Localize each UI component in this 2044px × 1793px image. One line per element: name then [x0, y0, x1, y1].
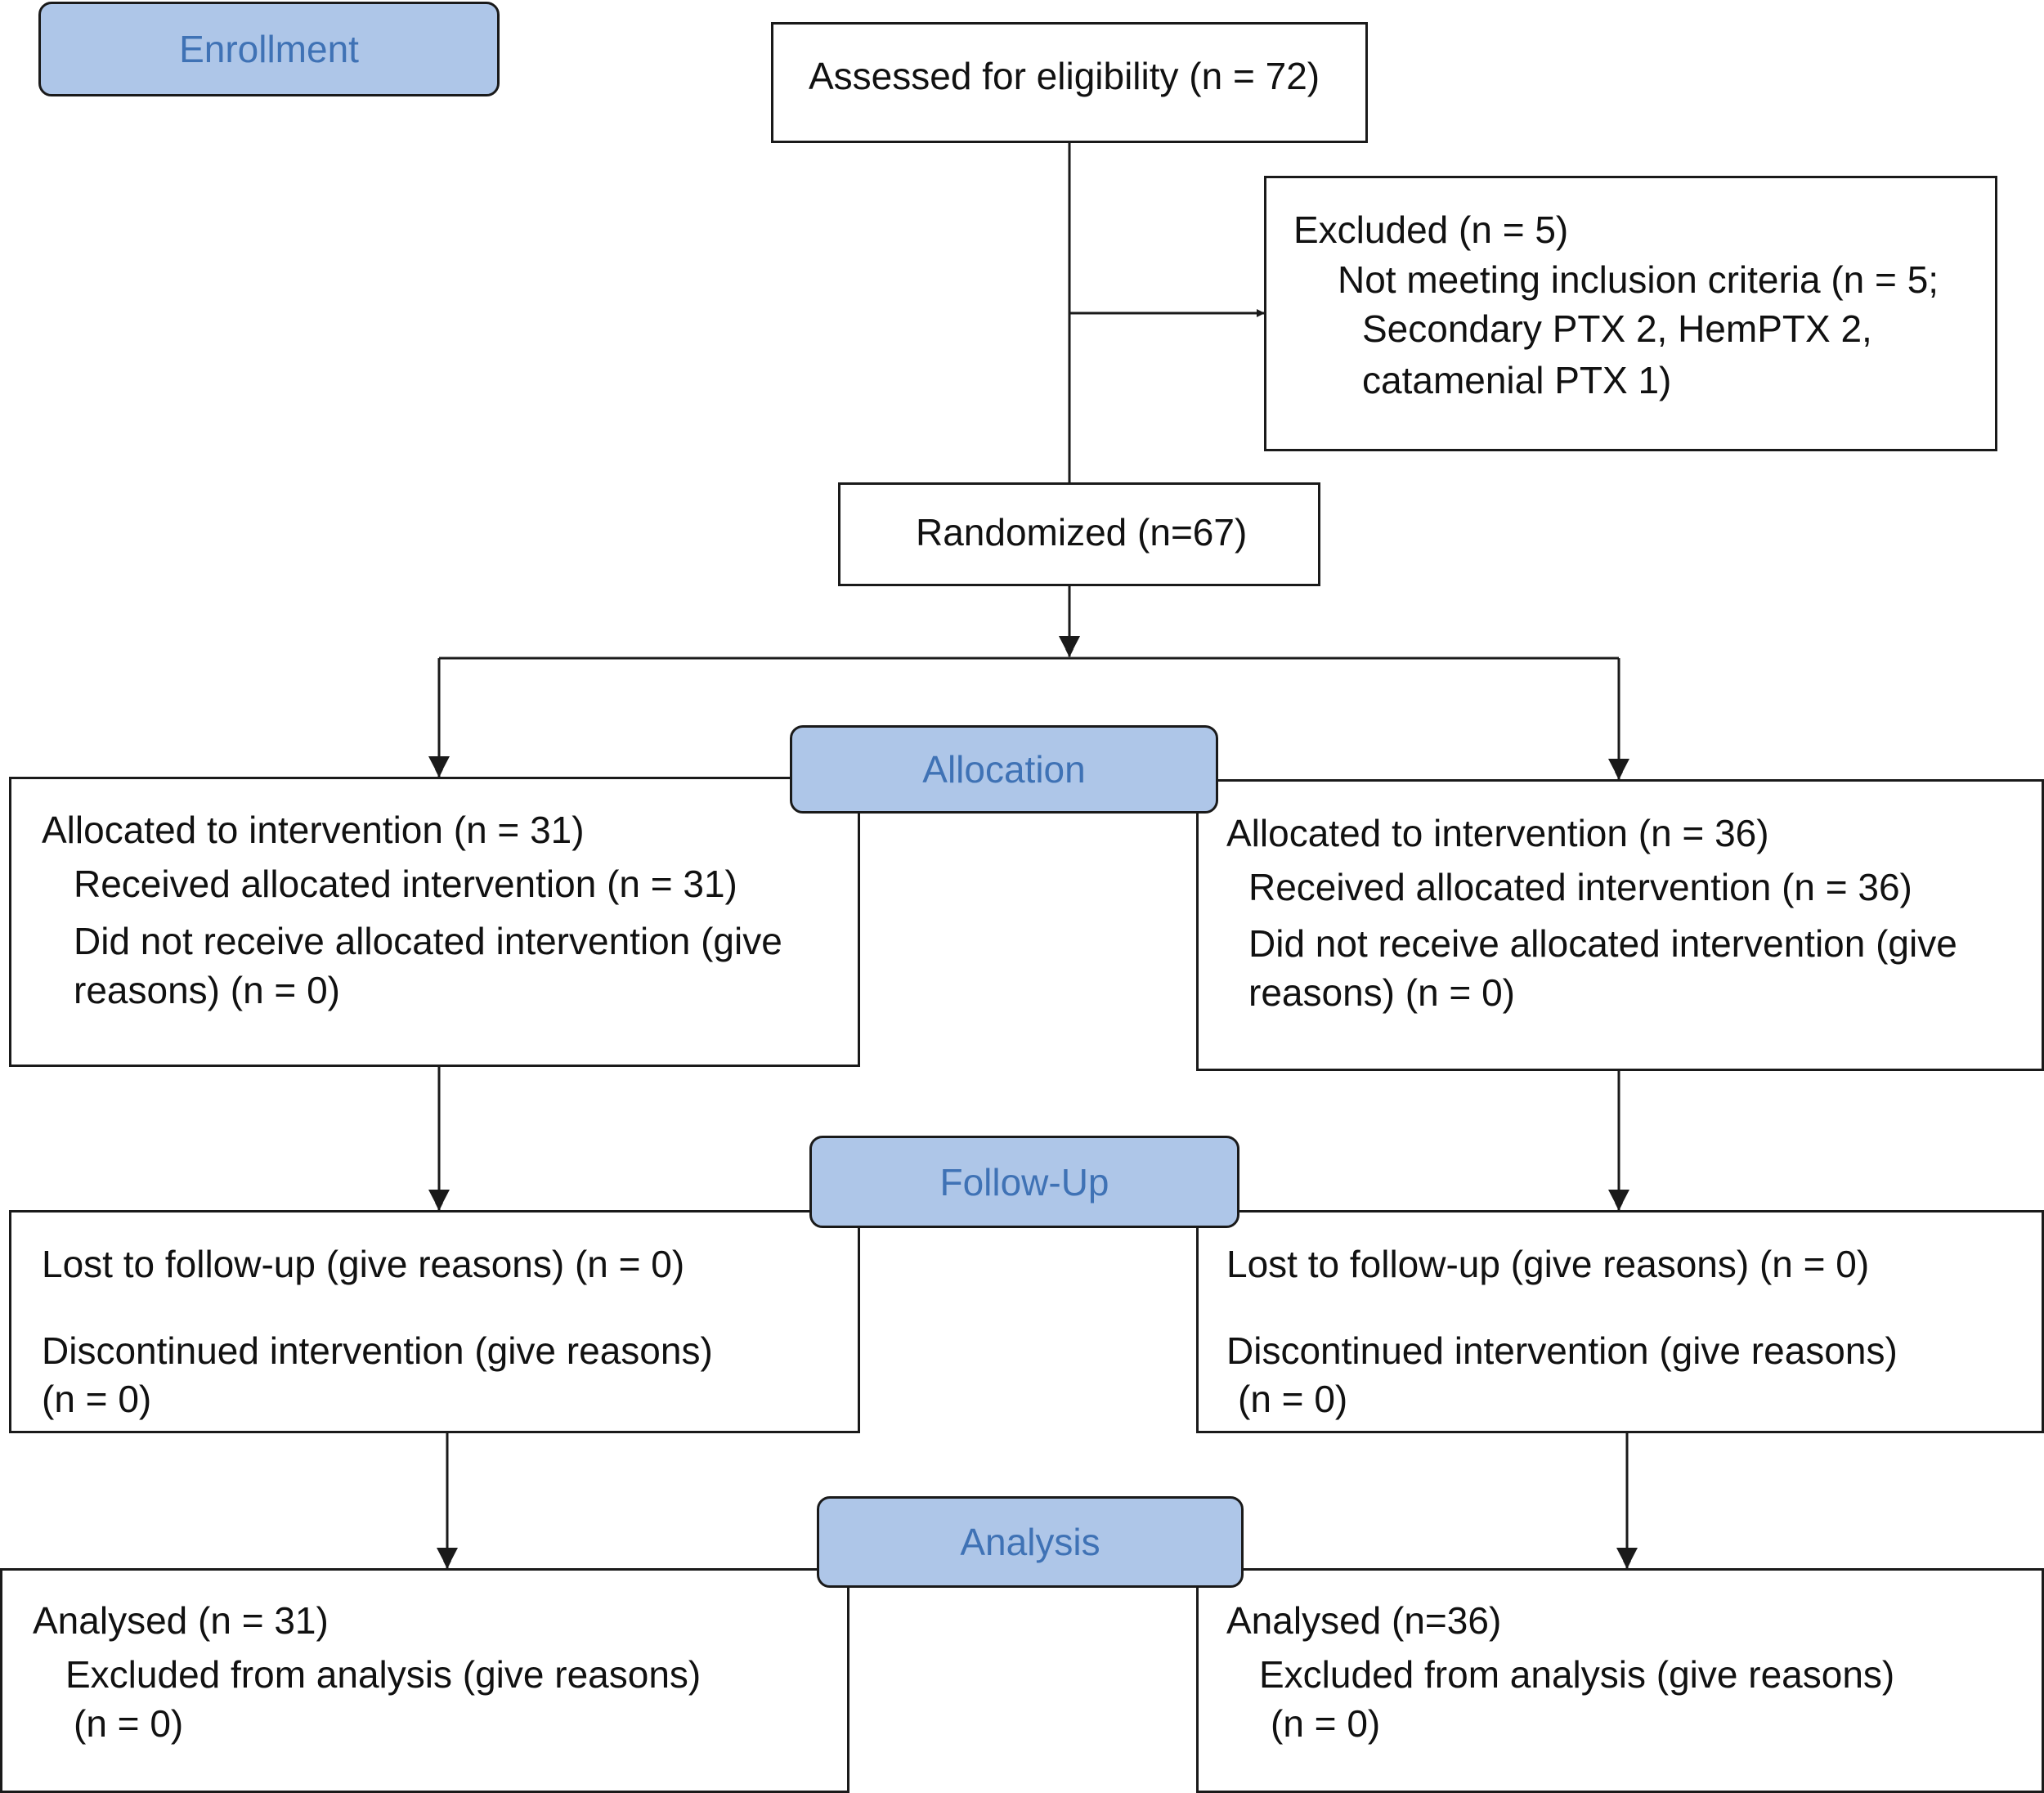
right-followup-discontinued-1: Discontinued intervention (give reasons) [1226, 1329, 1898, 1372]
assessed-box: Assessed for eligibility (n = 72) [771, 22, 1368, 143]
arrowhead-right-followup [1608, 1190, 1629, 1210]
randomized-text: Randomized (n=67) [916, 511, 1248, 554]
stage-follow-up-label: Follow-Up [939, 1160, 1109, 1204]
stage-analysis: Analysis [817, 1496, 1244, 1588]
excluded-box: Excluded (n = 5) Not meeting inclusion c… [1264, 176, 1997, 451]
stage-enrollment-label: Enrollment [179, 28, 359, 70]
left-analysis-title: Analysed (n = 31) [33, 1599, 329, 1642]
right-allocation-not-received-1: Did not receive allocated intervention (… [1248, 922, 1957, 965]
excluded-title: Excluded (n = 5) [1293, 208, 1569, 251]
left-followup-discontinued-1: Discontinued intervention (give reasons) [42, 1329, 713, 1372]
excluded-detail-2: catamenial PTX 1) [1362, 359, 1672, 401]
left-analysis-box: Analysed (n = 31) Excluded from analysis… [0, 1568, 849, 1793]
arrowhead-left-allocation [428, 756, 450, 777]
left-followup-lost: Lost to follow-up (give reasons) (n = 0) [42, 1243, 685, 1285]
right-followup-discontinued-2: (n = 0) [1238, 1378, 1348, 1420]
assessed-text: Assessed for eligibility (n = 72) [809, 55, 1320, 97]
randomized-box: Randomized (n=67) [838, 482, 1320, 586]
right-allocation-received: Received allocated intervention (n = 36) [1248, 866, 1912, 908]
left-allocation-not-received-1: Did not receive allocated intervention (… [74, 920, 782, 962]
arrowhead-randomized [1059, 636, 1080, 657]
left-followup-box: Lost to follow-up (give reasons) (n = 0)… [9, 1210, 860, 1433]
arrowhead-left-analysis [437, 1548, 458, 1568]
left-followup-discontinued-2: (n = 0) [42, 1378, 152, 1420]
left-allocation-title: Allocated to intervention (n = 31) [42, 809, 585, 851]
right-allocation-not-received-2: reasons) (n = 0) [1248, 971, 1515, 1014]
stage-follow-up: Follow-Up [809, 1136, 1239, 1228]
left-allocation-not-received-2: reasons) (n = 0) [74, 969, 340, 1011]
arrowhead-right-allocation [1608, 759, 1629, 779]
right-analysis-excluded-1: Excluded from analysis (give reasons) [1259, 1653, 1895, 1696]
excluded-detail-1: Secondary PTX 2, HemPTX 2, [1362, 307, 1872, 350]
left-analysis-excluded-2: (n = 0) [74, 1702, 184, 1745]
right-analysis-excluded-2: (n = 0) [1271, 1702, 1381, 1745]
left-allocation-box: Allocated to intervention (n = 31) Recei… [9, 777, 860, 1067]
stage-allocation: Allocation [790, 725, 1218, 814]
stage-allocation-label: Allocation [922, 748, 1086, 791]
right-allocation-title: Allocated to intervention (n = 36) [1226, 812, 1769, 854]
right-followup-box: Lost to follow-up (give reasons) (n = 0)… [1196, 1210, 2044, 1433]
right-allocation-box: Allocated to intervention (n = 36) Recei… [1196, 779, 2044, 1071]
left-analysis-excluded-1: Excluded from analysis (give reasons) [65, 1653, 702, 1696]
right-analysis-box: Analysed (n=36) Excluded from analysis (… [1196, 1568, 2044, 1793]
right-analysis-title: Analysed (n=36) [1226, 1599, 1502, 1642]
right-followup-lost: Lost to follow-up (give reasons) (n = 0) [1226, 1243, 1870, 1285]
arrowhead-left-followup [428, 1190, 450, 1210]
arrowhead-right-analysis [1616, 1548, 1638, 1568]
stage-analysis-label: Analysis [960, 1521, 1100, 1563]
left-allocation-received: Received allocated intervention (n = 31) [74, 863, 737, 905]
excluded-reason: Not meeting inclusion criteria (n = 5; [1338, 258, 1939, 301]
stage-enrollment: Enrollment [38, 2, 500, 96]
